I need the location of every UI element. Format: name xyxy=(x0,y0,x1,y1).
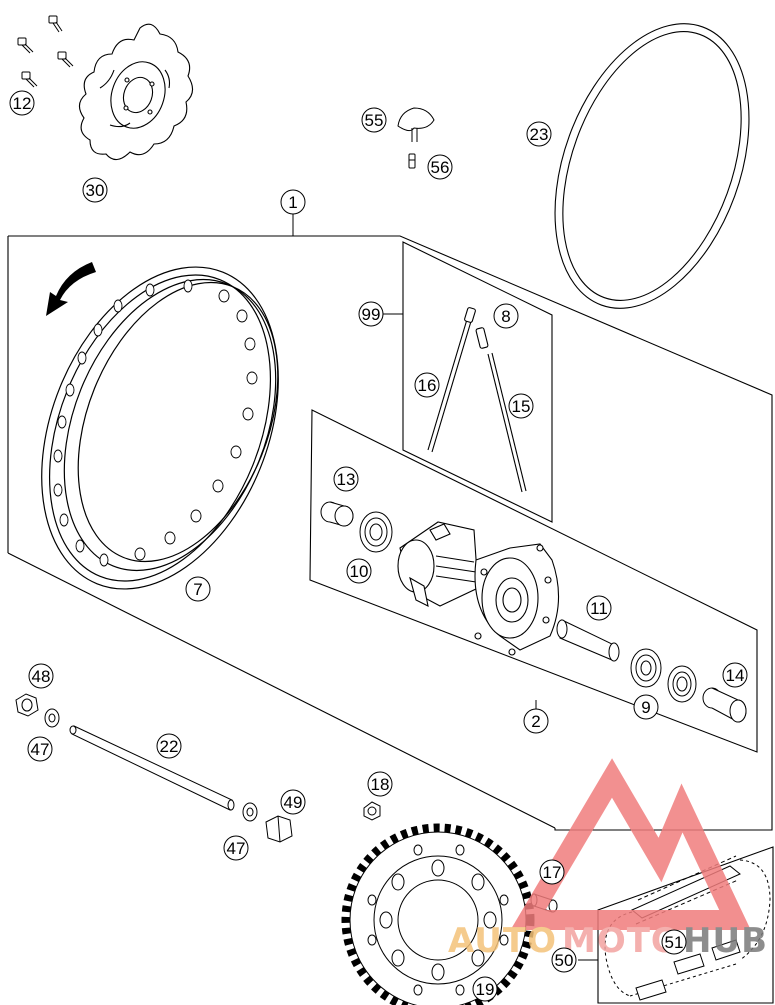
callout-label: 49 xyxy=(284,793,303,812)
callout-label: 9 xyxy=(641,698,650,717)
callout-49: 49 xyxy=(280,789,306,815)
callout-11: 11 xyxy=(586,595,612,621)
callout-label: 12 xyxy=(13,94,32,113)
axle-nut-right xyxy=(265,815,293,843)
bearing-right-a xyxy=(630,648,662,688)
callout-label: 99 xyxy=(362,305,381,324)
callout-56: 56 xyxy=(427,154,453,180)
callout-47-right: 47 xyxy=(223,835,249,861)
hub-spacer-right xyxy=(702,687,747,723)
bearing-right-b xyxy=(667,665,697,703)
sprocket-nut xyxy=(363,801,381,821)
callouts: 1 2 7 8 9 10 11 12 13 14 15 16 17 18 19 … xyxy=(9,90,748,1002)
callout-label: 13 xyxy=(337,470,356,489)
axle-washer-right xyxy=(242,802,258,822)
watermark: AUTO MOTO HUB xyxy=(448,758,768,961)
rotation-arrow-icon xyxy=(46,262,96,316)
callout-label: 56 xyxy=(431,158,450,177)
callout-12: 12 xyxy=(9,90,35,116)
callout-10: 10 xyxy=(346,558,372,584)
callout-30: 30 xyxy=(82,177,108,203)
callout-16: 16 xyxy=(414,372,440,398)
watermark-hub: HUB xyxy=(683,921,768,961)
callout-50: 50 xyxy=(551,947,577,973)
callout-label: 47 xyxy=(227,839,246,858)
callout-13: 13 xyxy=(333,466,359,492)
callout-label: 18 xyxy=(371,775,390,794)
hub-inner-sleeve xyxy=(556,619,620,662)
callout-label: 17 xyxy=(543,863,562,882)
hub-group-frame xyxy=(309,409,758,753)
wheel-rim xyxy=(41,266,279,590)
callout-label: 30 xyxy=(86,181,105,200)
tire-valve xyxy=(397,107,435,169)
callout-label: 48 xyxy=(32,667,51,686)
callout-9: 9 xyxy=(633,694,659,720)
callout-label: 1 xyxy=(288,193,297,212)
callout-17: 17 xyxy=(539,859,565,885)
callout-14: 14 xyxy=(722,662,748,688)
callout-label: 47 xyxy=(31,740,50,759)
watermark-logo xyxy=(510,758,751,930)
callout-19: 19 xyxy=(472,976,498,1002)
callout-label: 16 xyxy=(418,376,437,395)
wheel-axle xyxy=(69,725,235,811)
axle-nut-left xyxy=(15,693,39,717)
callout-51: 51 xyxy=(661,929,687,955)
callout-label: 11 xyxy=(590,599,608,618)
callout-label: 55 xyxy=(365,111,384,130)
bearing-left xyxy=(359,511,393,553)
spoke-group-frame xyxy=(402,241,553,523)
leader-lines xyxy=(292,214,598,961)
wheel-hub xyxy=(397,521,560,656)
callout-18: 18 xyxy=(367,771,393,797)
callout-22: 22 xyxy=(156,733,182,759)
callout-label: 10 xyxy=(350,562,369,581)
callout-8: 8 xyxy=(493,303,519,329)
callout-label: 51 xyxy=(665,933,684,952)
callout-23: 23 xyxy=(526,121,552,147)
callout-99: 99 xyxy=(358,301,384,327)
callout-48: 48 xyxy=(28,663,54,689)
watermark-auto: AUTO xyxy=(448,921,557,961)
rim-spoke-holes xyxy=(53,279,258,567)
callout-47-left: 47 xyxy=(27,736,53,762)
axle-washer-left xyxy=(44,708,60,728)
assembly-frames xyxy=(7,235,774,1004)
callout-label: 2 xyxy=(531,712,540,731)
callout-label: 22 xyxy=(160,737,179,756)
rim-tape xyxy=(554,23,750,309)
brake-disc xyxy=(78,23,194,161)
callout-1: 1 xyxy=(280,189,306,215)
callout-label: 19 xyxy=(476,980,495,999)
callout-label: 23 xyxy=(530,125,549,144)
callout-label: 14 xyxy=(726,666,745,685)
callout-2: 2 xyxy=(523,708,549,734)
callout-label: 7 xyxy=(193,580,202,599)
callout-15: 15 xyxy=(508,393,534,419)
callout-7: 7 xyxy=(185,576,211,602)
hub-spacer-left xyxy=(320,501,354,527)
callout-55: 55 xyxy=(361,107,387,133)
callout-label: 8 xyxy=(501,307,510,326)
callout-label: 15 xyxy=(512,397,531,416)
spokes xyxy=(427,307,527,493)
callout-label: 50 xyxy=(555,951,574,970)
rear-sprocket xyxy=(341,823,535,1005)
brake-disc-bolts xyxy=(17,15,74,88)
watermark-moto: MOTO xyxy=(562,921,681,961)
